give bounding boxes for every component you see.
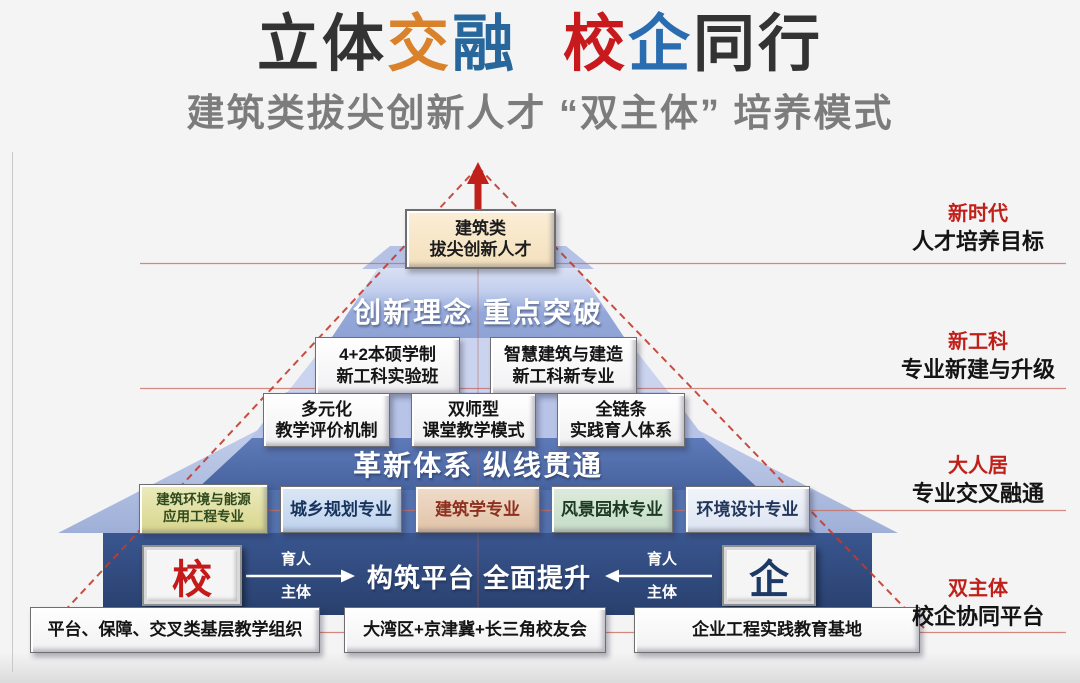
box-line: 平台、保障、交叉类基层教学组织 <box>47 620 303 640</box>
level4-banner: 革新体系 纵线贯通 <box>353 450 603 481</box>
specialty-box-environment-design: 环境设计专业 <box>685 486 810 533</box>
box-line: 环境设计专业 <box>696 499 799 519</box>
title-segment: 融 <box>451 10 517 79</box>
box-line: 智慧建筑与建造 <box>504 345 623 365</box>
box-line: 教学评价机制 <box>275 421 378 440</box>
box-line: 建筑环境与能源 <box>156 492 251 508</box>
right-label-tag: 双主体 <box>948 578 1008 600</box>
right-label-tag: 新工科 <box>948 331 1008 353</box>
level3-box-practice-system: 全链条 实践育人体系 <box>557 393 685 447</box>
specialty-box-urban-planning: 城乡规划专业 <box>280 486 402 533</box>
box-line: 新工科新专业 <box>512 366 615 386</box>
page-title: 立体交融校企同行 <box>0 2 1080 88</box>
bottom-box-teaching-organizations: 平台、保障、交叉类基层教学组织 <box>30 607 320 653</box>
box-line: 多元化 <box>301 399 352 419</box>
pyramid-apex-box: 建筑类 拔尖创新人才 <box>405 209 556 269</box>
box-line: 建筑学专业 <box>435 499 520 519</box>
box-line: 新工科实验班 <box>336 366 439 386</box>
right-label-desc: 专业交叉融通 <box>911 481 1044 506</box>
apex-box-line: 拔尖创新人才 <box>429 240 532 259</box>
box-line: 风景园林专业 <box>561 499 663 519</box>
title-segment: 立体 <box>256 10 387 79</box>
school-box: 校 <box>142 545 242 606</box>
level3-box-teaching-mode: 双师型 课堂教学模式 <box>411 393 536 447</box>
specialty-box-building-environment: 建筑环境与能源 应用工程专业 <box>139 484 268 534</box>
box-line: 全链条 <box>595 399 647 419</box>
right-label-desc: 人才培养目标 <box>911 229 1044 254</box>
enterprise-arrow-label-top: 育人 <box>646 551 677 568</box>
level3-box-evaluation: 多元化 教学评价机制 <box>263 393 390 447</box>
base-banner: 构筑平台 全面提升 <box>366 562 592 593</box>
title-segment: 企 <box>628 10 694 79</box>
school-arrow-label-bottom: 主体 <box>280 584 311 601</box>
box-line: 双师型 <box>448 399 499 419</box>
box-line: 实践育人体系 <box>570 421 672 440</box>
title-segment: 校 <box>563 10 629 79</box>
title-segment: 交 <box>386 10 452 79</box>
enterprise-box: 企 <box>722 545 816 606</box>
box-line: 大湾区+京津冀+长三角校友会 <box>363 620 587 640</box>
right-label-desc: 校企协同平台 <box>911 604 1044 629</box>
school-arrow-label-top: 育人 <box>280 551 311 568</box>
right-label-tag: 大人居 <box>948 455 1008 477</box>
right-label-new-era: 新时代 人才培养目标 <box>876 202 1080 256</box>
right-label-human-settlement: 大人居 专业交叉融通 <box>876 454 1080 508</box>
level2-box-experimental-class: 4+2本硕学制 新工科实验班 <box>315 337 460 394</box>
bottom-box-alumni-associations: 大湾区+京津冀+长三角校友会 <box>344 607 606 653</box>
enterprise-arrow-label-bottom: 主体 <box>646 584 677 601</box>
box-line: 企业工程实践教育基地 <box>692 620 862 640</box>
right-label-dual-subject: 双主体 校企协同平台 <box>876 577 1080 631</box>
apex-box-line: 建筑类 <box>455 218 506 238</box>
box-line: 应用工程专业 <box>163 509 244 524</box>
box-line: 课堂教学模式 <box>422 421 525 440</box>
apex-up-arrow-icon <box>467 162 489 214</box>
box-line: 城乡规划专业 <box>290 499 392 519</box>
level2-banner: 创新理念 重点突破 <box>353 297 603 328</box>
level2-box-smart-construction: 智慧建筑与建造 新工科新专业 <box>490 337 637 394</box>
right-label-tag: 新时代 <box>948 203 1008 225</box>
page-subtitle: 建筑类拔尖创新人才 “双主体” 培养模式 <box>186 93 894 135</box>
specialty-box-landscape: 风景园林专业 <box>551 486 673 533</box>
right-label-desc: 专业新建与升级 <box>900 357 1055 382</box>
floor-shadow <box>0 652 1080 683</box>
right-label-new-engineering: 新工科 专业新建与升级 <box>876 330 1080 384</box>
box-line: 4+2本硕学制 <box>339 345 436 365</box>
title-segment: 同行 <box>693 10 824 79</box>
specialty-box-architecture: 建筑学专业 <box>415 486 540 533</box>
